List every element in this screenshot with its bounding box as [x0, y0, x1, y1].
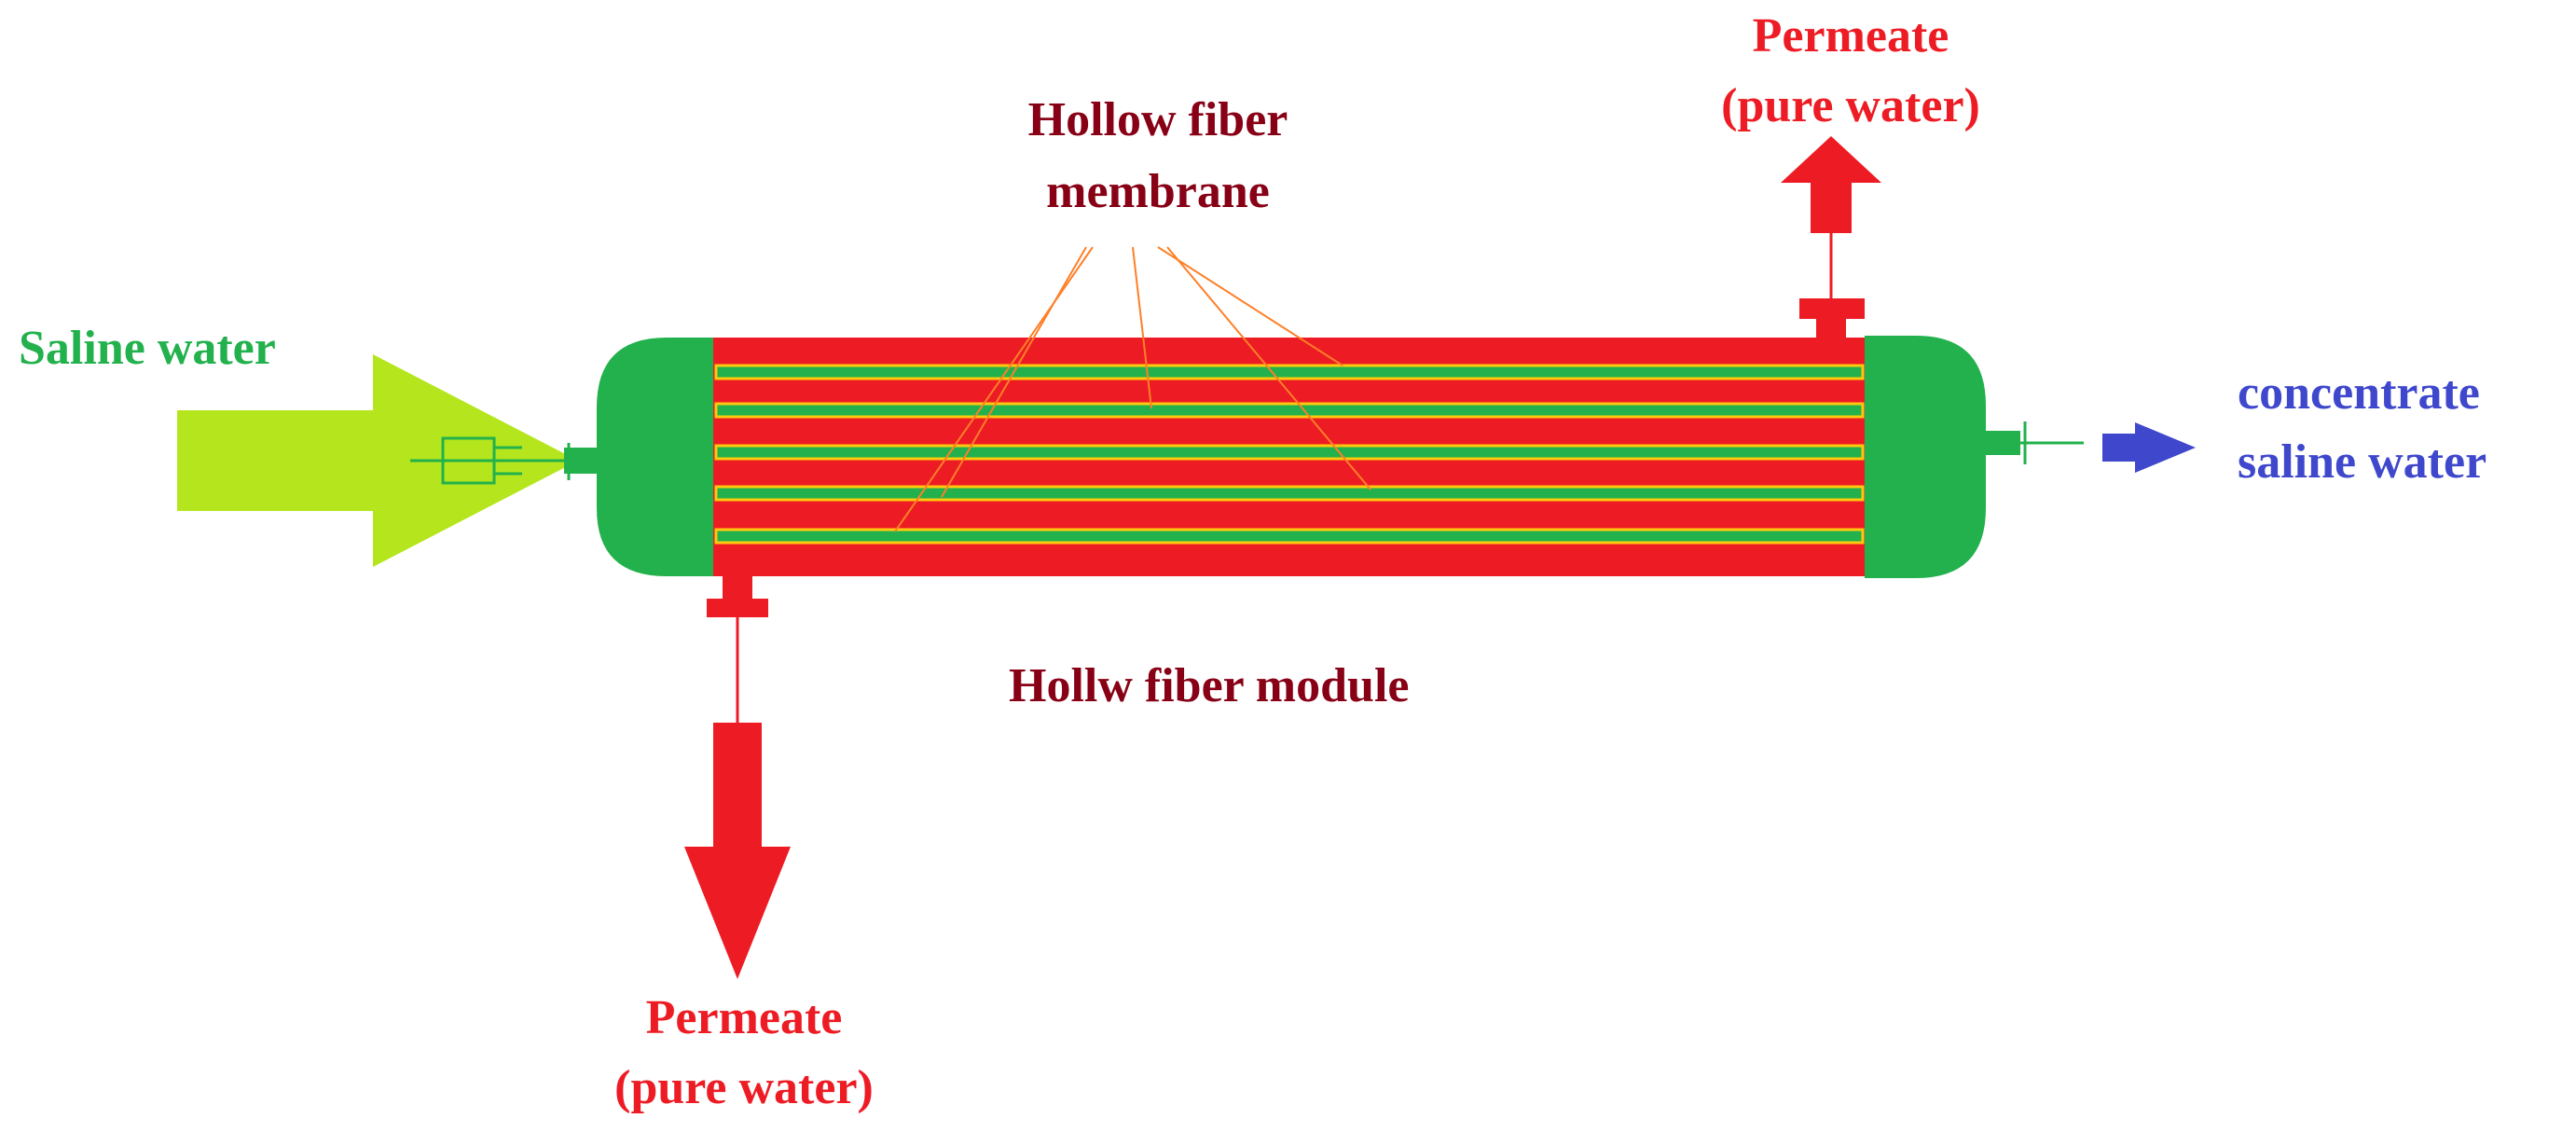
hollow-fiber	[714, 444, 1865, 461]
left-end-cap	[597, 338, 713, 576]
concentrate-outlet-arrow	[2102, 422, 2196, 473]
saline-water-label: Saline water	[19, 322, 276, 375]
right-end-cap	[1865, 336, 1986, 578]
hollow-fiber	[714, 528, 1865, 545]
concentrate-outlet-nozzle	[1981, 431, 2020, 455]
membrane-label-line2: membrane	[1046, 165, 1270, 218]
permeate-bottom-label-line2: (pure water)	[614, 1061, 874, 1114]
permeate-top-label-line1: Permeate	[1753, 9, 1949, 62]
concentrate-outlet-connector	[2018, 421, 2084, 464]
permeate-top-label-line2: (pure water)	[1721, 79, 1980, 132]
bottom-permeate-arrow	[684, 723, 791, 979]
top-permeate-outlet	[1799, 233, 1865, 340]
module-label: Hollw fiber module	[1009, 659, 1409, 712]
permeate-bottom-label-line1: Permeate	[646, 991, 843, 1044]
membrane-label-line1: Hollow fiber	[1028, 93, 1288, 146]
bottom-permeate-outlet	[707, 573, 768, 723]
membrane-leader-lines	[894, 246, 1371, 532]
hollow-fiber	[714, 364, 1865, 380]
hollow-fiber	[714, 485, 1865, 502]
hollow-fiber	[714, 402, 1865, 419]
concentrate-label-line2: saline water	[2238, 435, 2486, 489]
concentrate-label-line1: concentrate	[2238, 366, 2480, 420]
saline-water-inlet-arrow	[177, 354, 578, 567]
top-permeate-arrow	[1781, 136, 1881, 233]
